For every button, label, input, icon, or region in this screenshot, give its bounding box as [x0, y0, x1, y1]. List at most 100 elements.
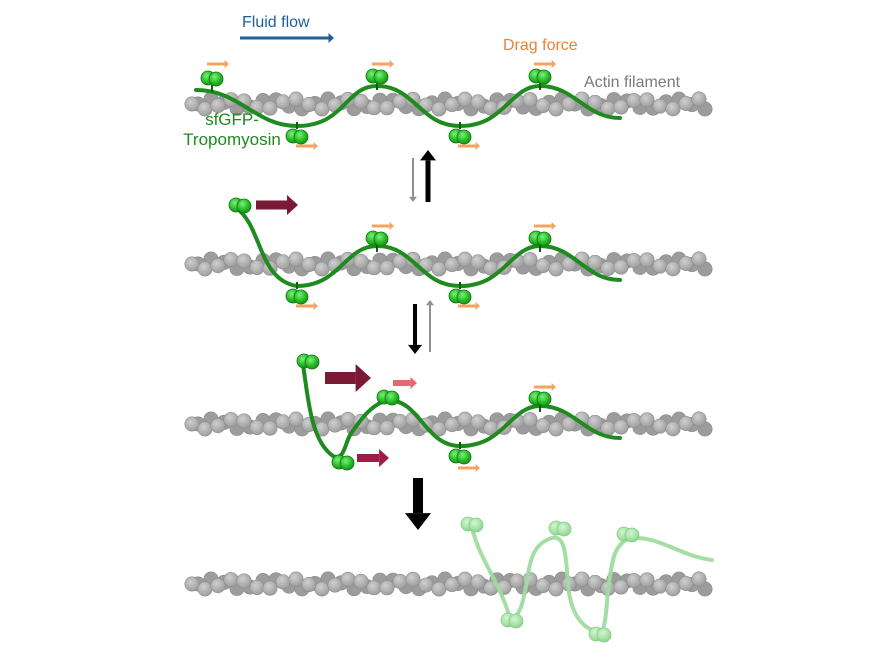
- fluid-flow-label: Fluid flow: [242, 14, 310, 31]
- actin-monomer: [249, 419, 265, 435]
- drag-arrow-small-icon: [534, 383, 556, 391]
- sfgfp-icon: [528, 68, 552, 90]
- actin-monomer: [327, 577, 343, 593]
- actin-monomer: [314, 101, 330, 117]
- actin-monomer: [457, 571, 473, 587]
- drag-force-label: Drag force: [503, 37, 578, 54]
- actin-monomer: [353, 93, 369, 109]
- actin-monomer: [275, 414, 291, 430]
- actin-monomer: [236, 253, 252, 269]
- actin-monomer: [210, 578, 226, 594]
- actin-filament-label: Actin filament: [584, 74, 681, 91]
- actin-monomer: [470, 94, 486, 110]
- actin-monomer: [613, 419, 629, 435]
- drag-arrow-small-icon: [458, 302, 480, 310]
- actin-monomer: [626, 93, 642, 109]
- actin-filament-stage-3: [184, 411, 713, 437]
- actin-monomer: [457, 251, 473, 267]
- sfgfp-icon: [228, 197, 252, 214]
- actin-monomer: [197, 581, 213, 597]
- actin-monomer: [353, 253, 369, 269]
- actin-monomer: [405, 571, 421, 587]
- sfgfp-icon: [548, 520, 572, 537]
- actin-monomer: [522, 412, 538, 428]
- actin-monomer: [184, 416, 200, 432]
- drag-arrow-small-icon: [296, 142, 318, 150]
- actin-monomer: [652, 258, 668, 274]
- sfgfp-icon: [588, 626, 612, 643]
- sfgfp-icon: [448, 122, 472, 145]
- actin-monomer: [535, 578, 551, 594]
- actin-monomer: [366, 580, 382, 596]
- actin-monomer: [236, 573, 252, 589]
- actin-monomer: [691, 91, 707, 107]
- actin-monomer: [379, 100, 395, 116]
- actin-monomer: [665, 581, 681, 597]
- actin-monomer: [691, 571, 707, 587]
- sfgfp-label-line2: Tropomyosin: [183, 130, 281, 149]
- sfgfp-icon: [448, 282, 472, 305]
- drag-arrow-small-icon: [458, 142, 480, 150]
- actin-monomer: [444, 257, 460, 273]
- actin-monomer: [678, 575, 694, 591]
- actin-monomer: [184, 256, 200, 272]
- sfgfp-tropomyosin-label: sfGFP- Tropomyosin: [176, 110, 288, 150]
- actin-monomer: [392, 573, 408, 589]
- actin-monomer: [457, 91, 473, 107]
- actin-monomer: [470, 254, 486, 270]
- actin-monomer: [275, 94, 291, 110]
- actin-monomer: [470, 574, 486, 590]
- strong-up-arrow-icon: [420, 150, 436, 202]
- actin-monomer: [418, 577, 434, 593]
- actin-monomer: [301, 97, 317, 113]
- actin-monomer: [431, 581, 447, 597]
- actin-monomer: [587, 254, 603, 270]
- actin-monomer: [548, 261, 564, 277]
- actin-monomer: [665, 101, 681, 117]
- drag-arrow-large-icon: [256, 195, 298, 215]
- actin-monomer: [613, 99, 629, 115]
- actin-monomer: [340, 571, 356, 587]
- actin-monomer: [366, 420, 382, 436]
- sfgfp-icon: [365, 230, 389, 252]
- drag-arrow-medium-icon: [357, 449, 389, 467]
- sfgfp-icon: [528, 390, 552, 412]
- actin-monomer: [587, 574, 603, 590]
- actin-monomer: [548, 421, 564, 437]
- drag-arrow-small-icon: [458, 464, 480, 472]
- actin-monomer: [379, 260, 395, 276]
- actin-monomer: [275, 254, 291, 270]
- actin-monomer: [288, 571, 304, 587]
- weak-up-arrow-icon: [426, 300, 434, 352]
- actin-monomer: [548, 581, 564, 597]
- actin-monomer: [535, 418, 551, 434]
- actin-monomer: [535, 258, 551, 274]
- actin-monomer: [366, 100, 382, 116]
- actin-monomer: [288, 251, 304, 267]
- actin-monomer: [327, 417, 343, 433]
- sfgfp-icon: [528, 230, 552, 252]
- actin-monomer: [223, 252, 239, 268]
- tropomyosin-strand-stage-1: [194, 83, 622, 129]
- drag-arrow-small-icon: [207, 60, 229, 68]
- actin-filament-stage-4: [184, 571, 713, 597]
- actin-monomer: [262, 100, 278, 116]
- step-down-arrow-icon: [405, 478, 431, 530]
- actin-monomer: [652, 418, 668, 434]
- actin-monomer: [197, 421, 213, 437]
- actin-monomer: [288, 411, 304, 427]
- actin-monomer: [262, 580, 278, 596]
- actin-monomer: [444, 417, 460, 433]
- actin-monomer: [392, 413, 408, 429]
- actin-monomer: [353, 573, 369, 589]
- actin-monomer: [652, 98, 668, 114]
- actin-monomer: [314, 581, 330, 597]
- actin-monomer: [639, 412, 655, 428]
- actin-monomer: [249, 259, 265, 275]
- actin-monomer: [639, 572, 655, 588]
- sfgfp-icon: [296, 353, 320, 370]
- actin-monomer: [275, 574, 291, 590]
- actin-monomer: [249, 579, 265, 595]
- actin-monomer: [197, 261, 213, 277]
